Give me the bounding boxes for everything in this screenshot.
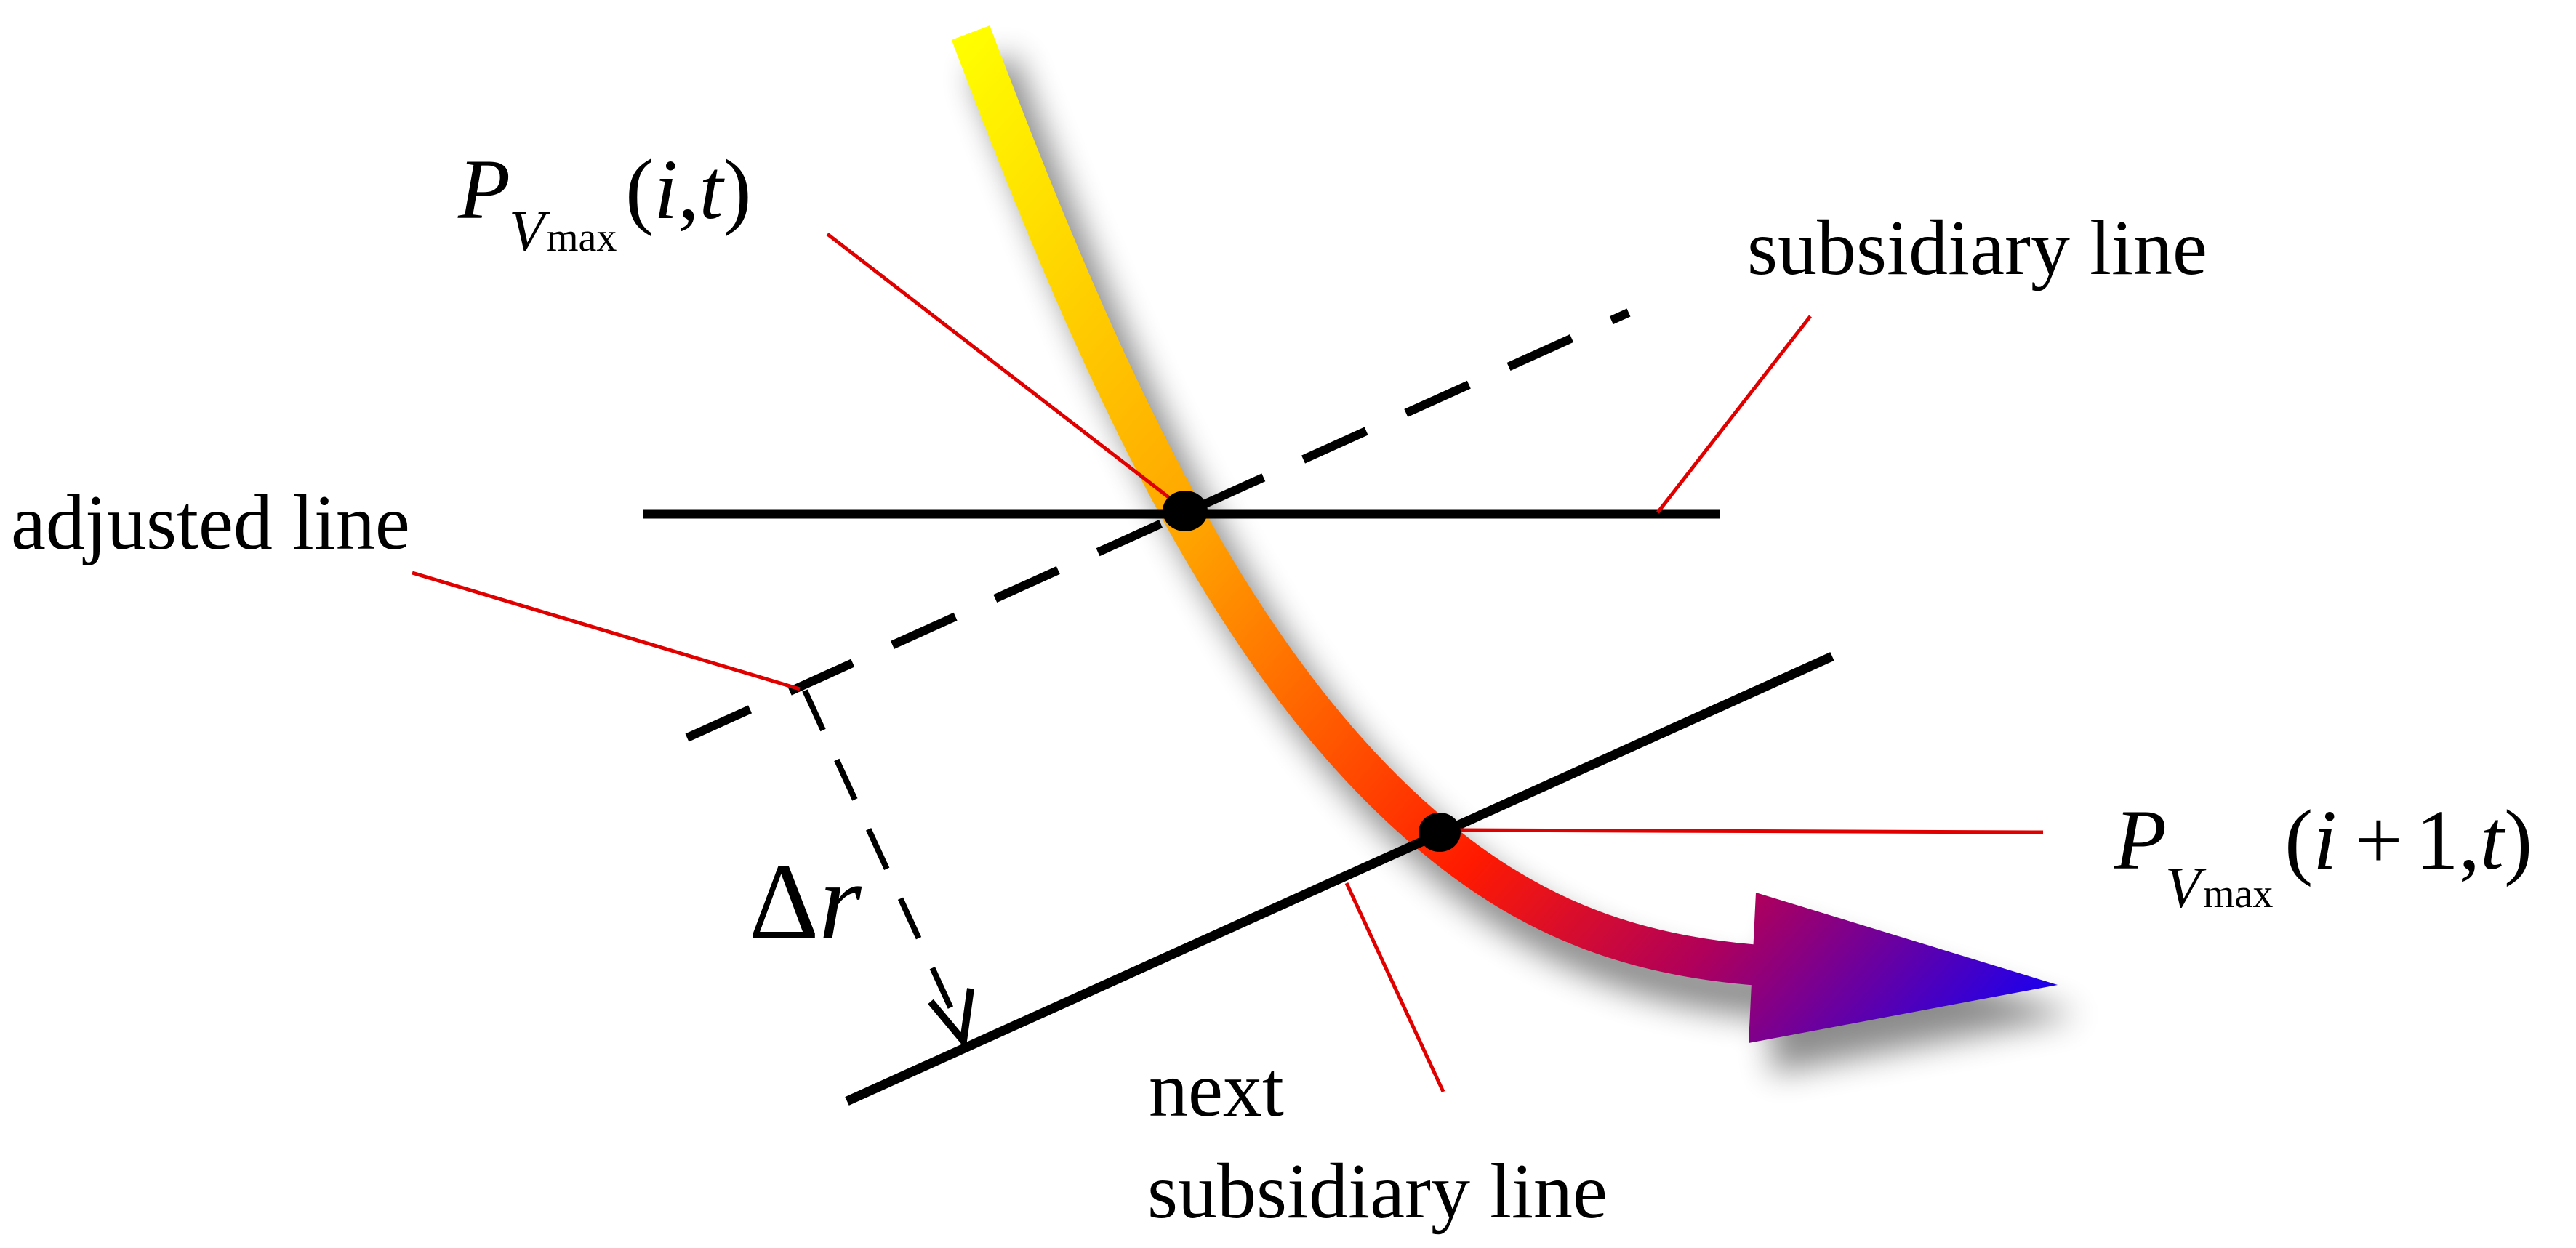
trajectory-arrowhead xyxy=(1749,893,2058,1043)
label-next: next xyxy=(1149,1047,1284,1133)
leader-next-subsidiary xyxy=(1344,882,1445,1093)
label-adjusted-line: adjusted line xyxy=(11,480,410,566)
svg-text:max: max xyxy=(2203,871,2273,917)
svg-text:P: P xyxy=(2114,792,2167,887)
svg-text:max: max xyxy=(547,215,617,260)
delta-r-dashed-arrow xyxy=(802,689,964,1032)
svg-text:P: P xyxy=(457,142,510,237)
label-next-subsidiary-line: subsidiary line xyxy=(1147,1148,1608,1235)
leader-lines xyxy=(412,233,2044,1093)
adjusted-line xyxy=(685,308,1631,742)
point-1-marker xyxy=(1163,491,1208,531)
next-subsidiary-line xyxy=(845,652,1834,1106)
label-subsidiary-line: subsidiary line xyxy=(1747,205,2207,291)
svg-text:V: V xyxy=(509,200,550,264)
svg-text:V: V xyxy=(2165,856,2207,920)
label-delta-r: Δr xyxy=(749,841,862,962)
leader-subsidiary-line xyxy=(1656,315,1812,514)
point-2-marker xyxy=(1419,813,1461,852)
svg-text:(i+1,t): (i+1,t) xyxy=(2284,792,2532,887)
trajectory-curve xyxy=(951,25,1783,987)
label-point-1: P V max (i,t) xyxy=(457,142,752,264)
svg-text:(i,t): (i,t) xyxy=(625,142,752,237)
delta-r-arrowhead xyxy=(928,988,974,1050)
leader-point-2 xyxy=(1450,828,2044,834)
leader-adjusted-line xyxy=(412,571,801,691)
label-point-2: P V max (i+1,t) xyxy=(2114,792,2532,920)
leader-point-1 xyxy=(826,233,1185,510)
